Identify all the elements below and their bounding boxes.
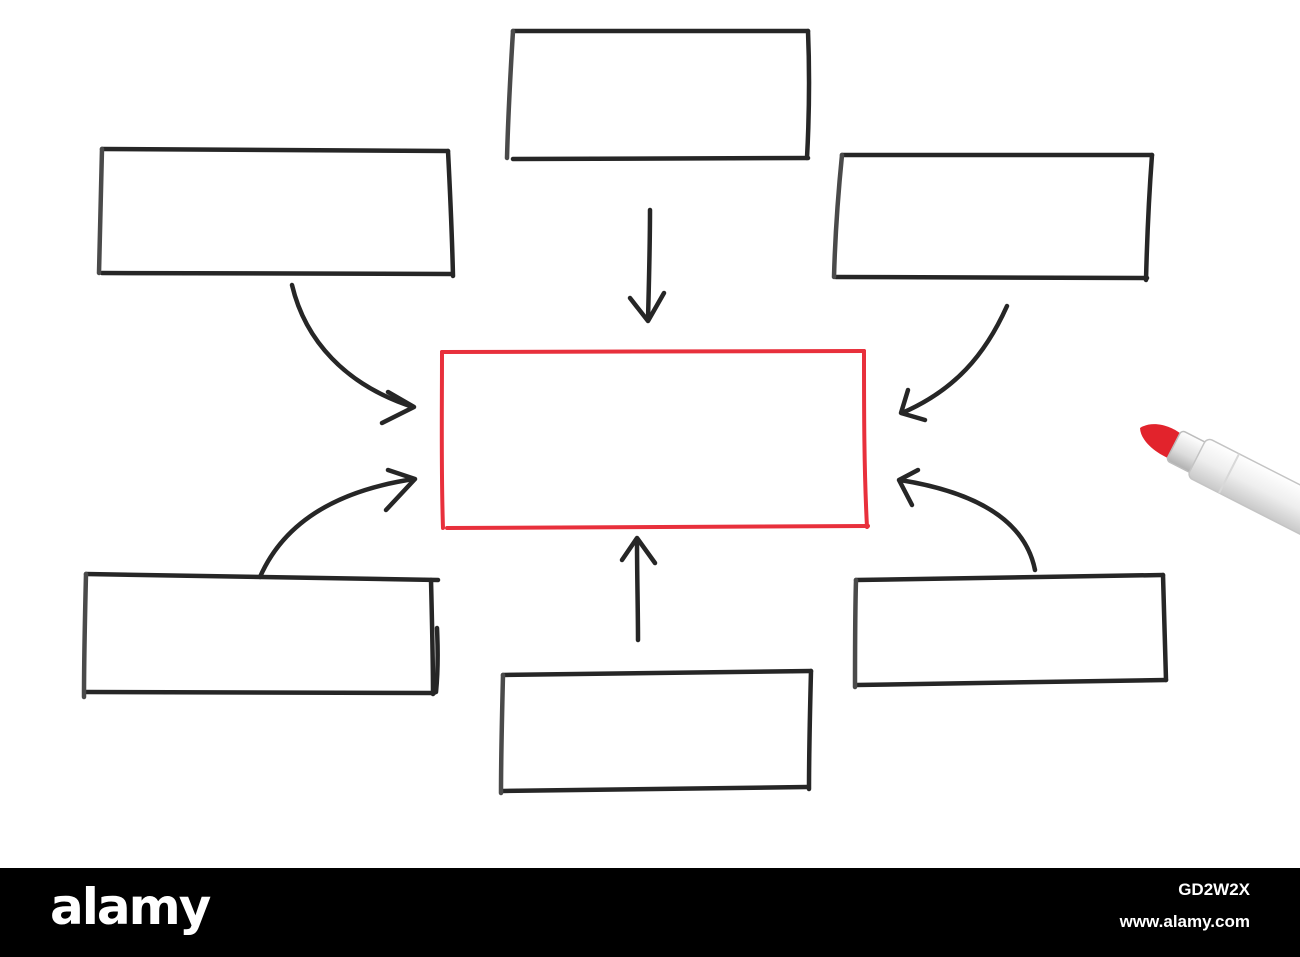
box-center: [439, 349, 870, 530]
box-bottom-right: [852, 572, 1169, 690]
box-bottom-left: [81, 571, 441, 700]
alamy-logo: alamy: [50, 878, 211, 936]
box-top-right: [831, 152, 1155, 283]
hand-drawn-diagram: [81, 28, 1300, 796]
box-bottom: [498, 668, 814, 796]
red-marker-pen: [1140, 424, 1300, 553]
box-top: [504, 28, 812, 162]
stock-site-url: www.alamy.com: [1119, 912, 1250, 931]
arrow-bottom-right: [896, 467, 1038, 573]
arrow-top: [627, 207, 667, 324]
arrow-bottom: [619, 535, 658, 643]
marker-barrel: [1188, 438, 1300, 553]
watermark-bar: alamy GD2W2X www.alamy.com: [0, 868, 1300, 957]
arrow-bottom-left: [257, 467, 418, 580]
arrow-top-right: [898, 303, 1010, 423]
box-top-left: [96, 146, 456, 279]
arrow-top-left: [289, 282, 417, 426]
stock-image-id: GD2W2X: [1178, 880, 1250, 899]
